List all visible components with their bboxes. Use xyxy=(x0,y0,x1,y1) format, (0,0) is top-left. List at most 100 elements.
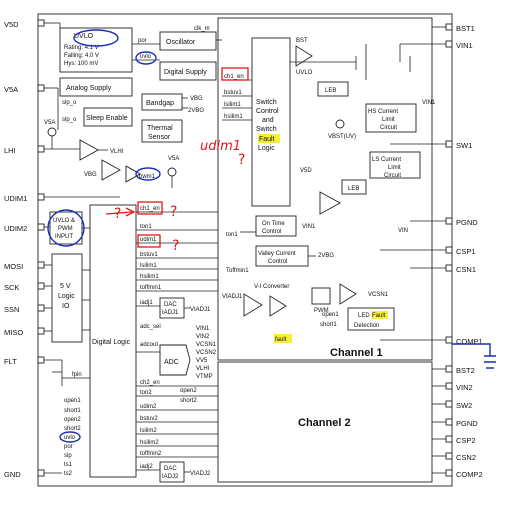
svg-text:Control: Control xyxy=(268,259,287,265)
svg-text:fault: fault xyxy=(275,337,287,343)
pin-v5a: V5A xyxy=(4,84,58,94)
svg-text:2VBG: 2VBG xyxy=(318,253,334,259)
svg-text:Limit: Limit xyxy=(382,117,395,123)
pin-udim2: UDIM2 xyxy=(4,223,50,233)
pin-pgnd2: PGND xyxy=(432,418,478,428)
svg-text:PGND: PGND xyxy=(456,218,478,227)
svg-text:CSP1: CSP1 xyxy=(456,247,476,256)
svg-text:lsilim1: lsilim1 xyxy=(140,263,157,269)
svg-text:SCK: SCK xyxy=(4,283,19,292)
digital-logic-block: Digital Logic xyxy=(89,204,137,478)
pin-ssn: SSN xyxy=(4,304,52,314)
svg-text:por: por xyxy=(64,444,73,450)
pin-miso: MISO xyxy=(4,327,52,337)
svg-text:ton1: ton1 xyxy=(226,232,238,238)
adc-block: ADC xyxy=(159,344,191,376)
svg-text:uvlo: uvlo xyxy=(140,54,152,60)
svg-text:bstuv1: bstuv1 xyxy=(140,252,158,258)
sleep-enable-block: Sleep Enable slp_o xyxy=(62,107,133,127)
flt-transistor: fpin xyxy=(52,360,90,386)
pin-v5d: V5D xyxy=(4,19,60,29)
uvlo-pwm-circle-annotation xyxy=(47,209,85,247)
hs-switch xyxy=(290,44,411,80)
svg-text:hsilim2: hsilim2 xyxy=(140,440,159,446)
pin-bst2: BST2 xyxy=(432,365,475,375)
oscillator-block: Oscillator clk_m xyxy=(159,26,222,51)
leb1-block: LEB xyxy=(317,81,349,97)
svg-text:uvlo: uvlo xyxy=(64,435,76,441)
pin-gnd: GND xyxy=(4,469,62,479)
svg-text:VIN2: VIN2 xyxy=(196,334,210,340)
bottom-left-signals: open1 short1 open2 short2 uvlo por slp t… xyxy=(64,398,81,477)
svg-text:UDIM2: UDIM2 xyxy=(4,224,27,233)
svg-text:VBST(UV): VBST(UV) xyxy=(328,134,356,140)
svg-text:DAC: DAC xyxy=(164,302,177,308)
svg-text:VCSN2: VCSN2 xyxy=(196,350,217,356)
svg-text:V-I Converter: V-I Converter xyxy=(254,284,289,290)
svg-text:Sensor: Sensor xyxy=(148,134,171,141)
pin-sw1: SW1 xyxy=(390,140,472,150)
svg-text:UVLO &: UVLO & xyxy=(53,218,75,224)
svg-text:Fault: Fault xyxy=(259,136,275,143)
svg-text:slp_o: slp_o xyxy=(62,100,77,106)
svg-text:por: por xyxy=(138,38,147,44)
svg-text:IADJ2: IADJ2 xyxy=(162,474,179,480)
pin-udim1: UDIM1 xyxy=(4,193,100,203)
svg-text:VBG: VBG xyxy=(84,172,97,178)
svg-text:V5D: V5D xyxy=(300,168,312,174)
svg-text:Switch: Switch xyxy=(256,126,277,133)
svg-text:SSN: SSN xyxy=(4,305,19,314)
bst-uvlo: BST UVLO xyxy=(295,38,313,76)
right-pins-ch2: BST2 VIN2 SW2 PGND CSP2 CSN2 COMP2 xyxy=(432,365,483,479)
svg-text:toffmin2: toffmin2 xyxy=(140,451,162,457)
ls-comparator: V5D LEB xyxy=(300,168,367,215)
svg-text:On Time: On Time xyxy=(262,221,285,227)
svg-text:short1: short1 xyxy=(64,408,81,414)
svg-text:COMP1: COMP1 xyxy=(456,337,483,346)
ch1-en-box-annotation xyxy=(221,67,249,81)
lhi-comparator: V5A VLHI VBG xyxy=(44,120,124,181)
vbst-uv: VBST(UV) xyxy=(328,119,356,140)
svg-text:LHI: LHI xyxy=(4,146,16,155)
svg-text:clk_m: clk_m xyxy=(194,26,210,32)
pin-csn1: CSN1 xyxy=(410,264,476,274)
svg-text:5 V: 5 V xyxy=(60,283,71,290)
svg-text:slp_o: slp_o xyxy=(62,117,77,123)
svg-text:PWM: PWM xyxy=(314,308,329,314)
pin-comp2: COMP2 xyxy=(432,469,483,479)
on-time-control: On Time Control VIN1 ton1 xyxy=(226,215,316,238)
svg-text:2VBG: 2VBG xyxy=(188,108,204,114)
pin-csp2: CSP2 xyxy=(432,435,476,445)
svg-text:COMP2: COMP2 xyxy=(456,470,483,479)
svg-text:iadj1: iadj1 xyxy=(140,300,153,306)
channel1-label: Channel 1 xyxy=(330,347,383,359)
svg-text:PGND: PGND xyxy=(456,419,478,428)
svg-text:Hys: 100 mV: Hys: 100 mV xyxy=(64,61,98,67)
pin-bst1: BST1 xyxy=(432,23,475,33)
svg-text:Switch: Switch xyxy=(256,99,277,106)
svg-text:pwm1: pwm1 xyxy=(139,174,156,180)
svg-text:CSN2: CSN2 xyxy=(456,453,476,462)
svg-text:slp: slp xyxy=(64,453,72,459)
svg-text:Valley Current: Valley Current xyxy=(258,251,296,257)
svg-text:VIN: VIN xyxy=(398,228,408,234)
svg-text:Logic: Logic xyxy=(258,145,275,152)
svg-text:toffmin1: toffmin1 xyxy=(140,285,162,291)
udim1-dl-box-annotation xyxy=(137,234,161,248)
pwm1-path: pwm1 V5A xyxy=(100,156,179,198)
svg-text:open1: open1 xyxy=(64,398,81,404)
udim1-annotation: udim1 xyxy=(200,139,241,154)
pin-lhi: LHI xyxy=(4,145,80,155)
pin-vin2: VIN2 xyxy=(432,382,473,392)
svg-text:short1: short1 xyxy=(320,322,337,328)
svg-text:Limit: Limit xyxy=(388,165,401,171)
led-fault-detection: LED Fault Detection open1 short1 xyxy=(320,307,395,331)
svg-text:CSP2: CSP2 xyxy=(456,436,476,445)
pin-vin1: VIN1 xyxy=(400,40,473,50)
digital-supply-block: Digital Supply xyxy=(159,61,217,81)
pwm1-circle-annotation xyxy=(135,167,161,181)
svg-text:open2: open2 xyxy=(64,417,81,423)
svg-text:VIN1: VIN1 xyxy=(196,326,210,332)
uvlo-bottom-circle-annotation xyxy=(59,431,81,443)
svg-text:Analog Supply: Analog Supply xyxy=(66,85,112,92)
